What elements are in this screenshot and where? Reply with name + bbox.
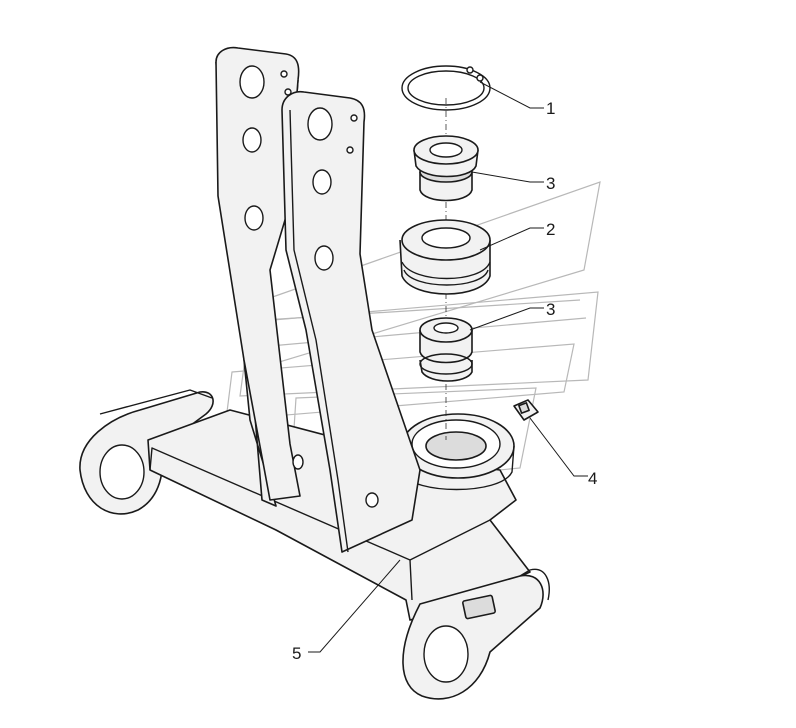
callout-2: 2 <box>546 220 555 239</box>
flanged-bushing-part-3-lower <box>419 317 473 382</box>
callout-5: 5 <box>292 644 301 663</box>
callout-1: 1 <box>546 99 555 118</box>
flanged-bushing-part-3-upper <box>413 135 479 202</box>
leader-5 <box>308 559 401 653</box>
callout-3-lower: 3 <box>546 300 555 319</box>
callout-3-upper: 3 <box>546 174 555 193</box>
leader-3a <box>471 171 544 183</box>
leader-3b <box>469 307 544 331</box>
base-bracket-part-5 <box>79 389 550 700</box>
leader-1 <box>479 81 544 109</box>
callout-4: 4 <box>588 469 597 488</box>
rear-vertical-plate <box>215 46 301 507</box>
bearing-housing-part-2 <box>399 219 491 295</box>
leader-4 <box>529 417 588 477</box>
grease-nipple-part-4 <box>513 399 539 421</box>
front-vertical-plate <box>281 90 421 553</box>
retaining-ring-part-1 <box>401 65 491 111</box>
leader-lines <box>308 81 588 653</box>
callout-labels: 1 3 2 3 4 5 <box>292 99 597 663</box>
leader-2 <box>479 227 544 251</box>
